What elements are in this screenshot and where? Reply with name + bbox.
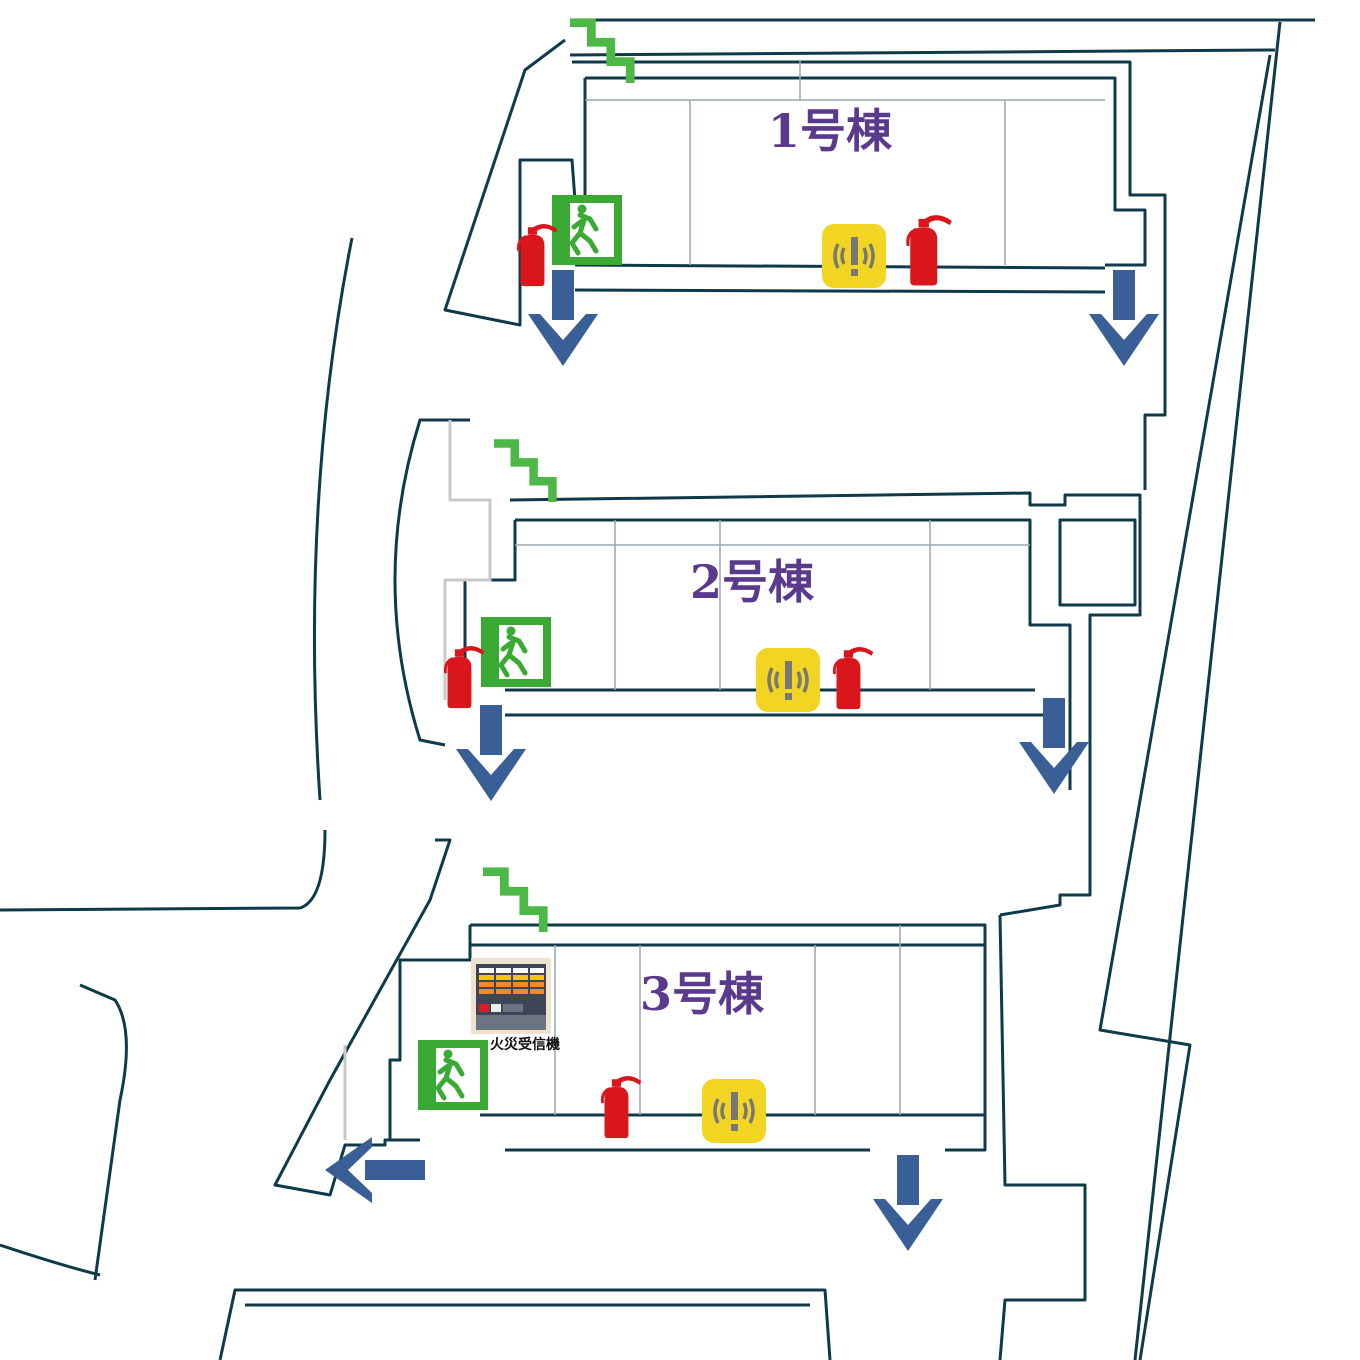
evacuation-arrow-down-icon <box>873 1155 943 1251</box>
evacuation-arrow-down-icon <box>456 705 526 801</box>
fire-alarm-icon <box>822 224 886 288</box>
building-1-label: 1号棟 <box>768 104 893 158</box>
stairs-icon <box>570 23 630 83</box>
stairs-icon <box>483 872 543 932</box>
fire-alarm-icon <box>702 1079 766 1143</box>
fire-alarm-panel-label: 火災受信機 <box>490 1036 560 1053</box>
fire-alarm-panel-icon <box>471 958 551 1034</box>
fire-extinguisher-icon <box>832 645 875 711</box>
evacuation-arrow-down-icon <box>1019 698 1089 794</box>
stairs-icon <box>494 444 552 502</box>
fire-alarm-icon <box>756 648 820 712</box>
fire-extinguisher-icon <box>516 222 559 288</box>
emergency-exit-icon <box>418 1040 488 1110</box>
evacuation-arrow-left-icon <box>325 1137 425 1203</box>
building-3-label: 3号棟 <box>640 967 765 1021</box>
building-2-label: 2号棟 <box>690 555 815 609</box>
fire-extinguisher-icon <box>906 213 954 288</box>
evacuation-arrow-down-icon <box>1089 270 1159 366</box>
floor-plan-walls <box>0 18 1315 1360</box>
emergency-exit-icon <box>552 195 622 265</box>
fire-extinguisher-icon <box>600 1074 643 1140</box>
emergency-exit-icon <box>481 617 551 687</box>
